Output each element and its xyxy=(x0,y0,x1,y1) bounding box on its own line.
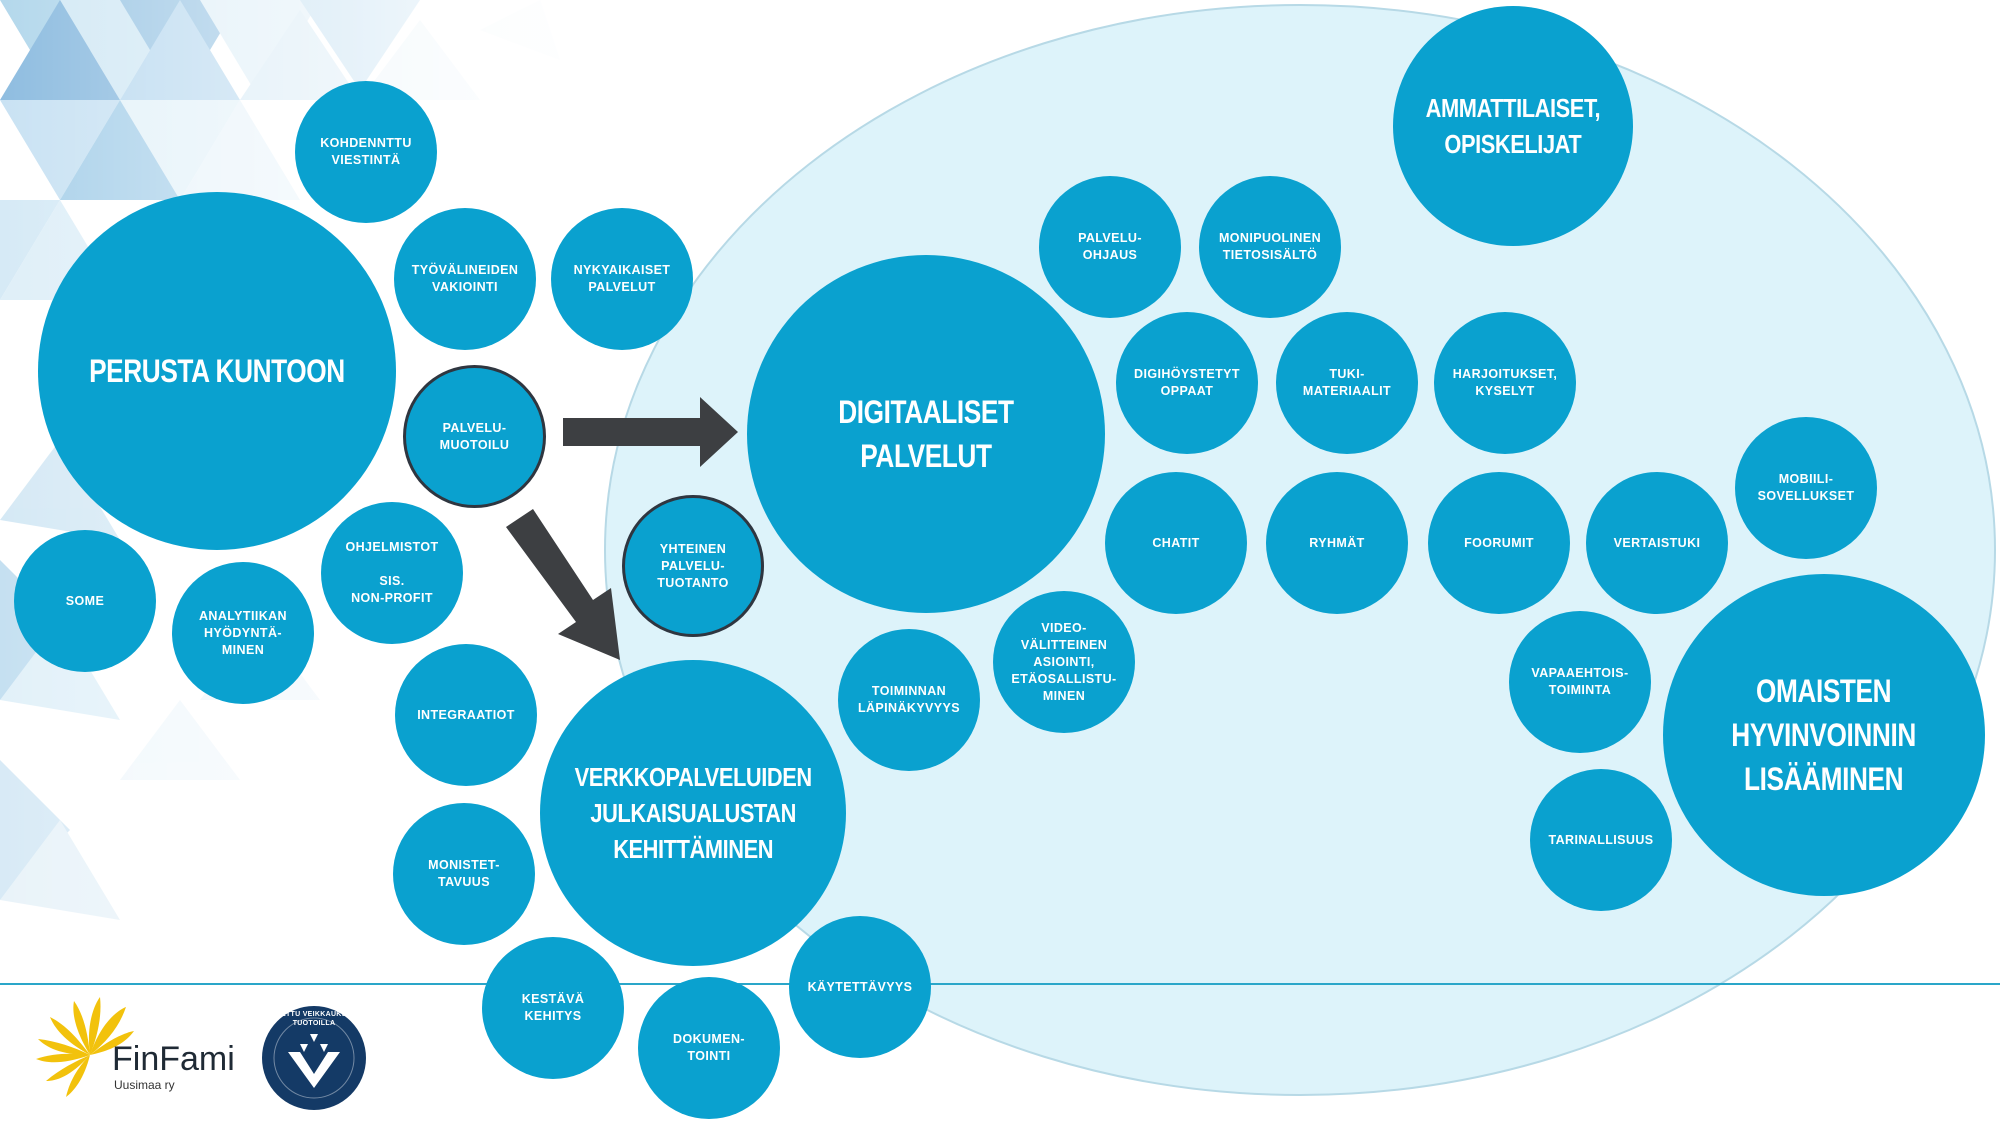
perusta-kuntoon-bubble: PERUSTA KUNTOON xyxy=(38,192,396,550)
tarinallisuus-bubble: TARINALLISUUS xyxy=(1530,769,1672,911)
chatit-label: CHATIT xyxy=(1152,535,1200,550)
kaytettavyys-label: KÄYTETTÄVYYS xyxy=(807,979,913,994)
toiminnan-lapinakyvyys-label: TOIMINNAN LÄPINÄKYVYYS xyxy=(857,684,961,715)
digihoystetyt-oppaat-bubble: DIGIHÖYSTETYT OPPAAT xyxy=(1116,312,1258,454)
palveluohjaus-bubble: PALVELU- OHJAUS xyxy=(1039,176,1181,318)
verkkopalveluiden-bubble: VERKKOPALVELUIDEN JULKAISUALUSTAN KEHITT… xyxy=(540,660,846,966)
foorumit-label: FOORUMIT xyxy=(1464,535,1534,550)
finfami-logo-text: FinFami xyxy=(112,1040,235,1078)
tyovalineiden-vakiointi-label: TYÖVÄLINEIDEN VAKIOINTI xyxy=(411,263,519,294)
ammattilaiset-label: AMMATTILAISET, OPISKELIJAT xyxy=(1425,93,1601,159)
video-asiointi-bubble: VIDEO- VÄLITTEINEN ASIOINTI, ETÄOSALLIST… xyxy=(993,591,1135,733)
vapaaehtoistoiminta-bubble: VAPAAEHTOIS- TOIMINTA xyxy=(1509,611,1651,753)
yhteinen-palvelutuotanto-label: YHTEINEN PALVELU- TUOTANTO xyxy=(657,541,729,590)
monipuolinen-tietosisalto-label: MONIPUOLINEN TIETOSISÄLTÖ xyxy=(1218,231,1322,262)
chatit-bubble: CHATIT xyxy=(1105,472,1247,614)
foorumit-bubble: FOORUMIT xyxy=(1428,472,1570,614)
finfami-logo-subtitle: Uusimaa ry xyxy=(114,1078,175,1092)
some-label: SOME xyxy=(65,593,105,608)
finfami-flower-icon xyxy=(36,997,134,1097)
tarinallisuus-label: TARINALLISUUS xyxy=(1548,832,1654,847)
ryhmat-label: RYHMÄT xyxy=(1309,535,1365,550)
ammattilaiset-bubble: AMMATTILAISET, OPISKELIJAT xyxy=(1393,6,1633,246)
harjoitukset-kyselyt-bubble: HARJOITUKSET, KYSELYT xyxy=(1434,312,1576,454)
toiminnan-lapinakyvyys-bubble: TOIMINNAN LÄPINÄKYVYYS xyxy=(838,629,980,771)
analytiikan-hyodyntaminen-bubble: ANALYTIIKAN HYÖDYNTÄ- MINEN xyxy=(172,562,314,704)
monistettavuus-label: MONISTET- TAVUUS xyxy=(428,858,500,889)
palvelumuotoilu-label: PALVELU- MUOTOILU xyxy=(439,420,510,452)
vapaaehtoistoiminta-label: VAPAAEHTOIS- TOIMINTA xyxy=(1531,666,1629,697)
integraatiot-label: INTEGRAATIOT xyxy=(417,707,515,722)
tukimateriaalit-bubble: TUKI- MATERIAALIT xyxy=(1276,312,1418,454)
ohjelmistot-label: OHJELMISTOT SIS. NON-PROFIT xyxy=(345,540,439,605)
veikkaus-badge-text: TUETTU VEIKKAUKSEN TUOTOILLA xyxy=(271,1011,357,1027)
monistettavuus-bubble: MONISTET- TAVUUS xyxy=(393,803,535,945)
video-asiointi-label: VIDEO- VÄLITTEINEN ASIOINTI, ETÄOSALLIST… xyxy=(1011,620,1117,703)
yhteinen-palvelutuotanto-bubble: YHTEINEN PALVELU- TUOTANTO xyxy=(622,495,764,637)
mobiilisovellukset-label: MOBIILI- SOVELLUKSET xyxy=(1757,472,1855,503)
dokumentointi-label: DOKUMEN- TOINTI xyxy=(673,1032,745,1063)
ohjelmistot-bubble: OHJELMISTOT SIS. NON-PROFIT xyxy=(321,502,463,644)
some-bubble: SOME xyxy=(14,530,156,672)
digitaaliset-palvelut-label: DIGITAALISET PALVELUT xyxy=(838,394,1014,474)
omaisten-hyvinvointi-bubble: OMAISTEN HYVINVOINNIN LISÄÄMINEN xyxy=(1663,574,1985,896)
dokumentointi-bubble: DOKUMEN- TOINTI xyxy=(638,977,780,1119)
kohdennettu-viestinta-label: KOHDENNTTU VIESTINTÄ xyxy=(320,136,412,167)
tukimateriaalit-label: TUKI- MATERIAALIT xyxy=(1302,367,1392,398)
tyovalineiden-vakiointi-bubble: TYÖVÄLINEIDEN VAKIOINTI xyxy=(394,208,536,350)
kestava-kehitys-label: KESTÄVÄ KEHITYS xyxy=(521,992,585,1023)
digitaaliset-palvelut-bubble: DIGITAALISET PALVELUT xyxy=(747,255,1105,613)
analytiikan-hyodyntaminen-label: ANALYTIIKAN HYÖDYNTÄ- MINEN xyxy=(199,608,287,657)
digihoystetyt-oppaat-label: DIGIHÖYSTETYT OPPAAT xyxy=(1134,367,1240,398)
nykyaikaiset-palvelut-label: NYKYAIKAISET PALVELUT xyxy=(573,263,671,294)
verkkopalveluiden-label: VERKKOPALVELUIDEN JULKAISUALUSTAN KEHITT… xyxy=(574,762,812,864)
monipuolinen-tietosisalto-bubble: MONIPUOLINEN TIETOSISÄLTÖ xyxy=(1199,176,1341,318)
vertaistuki-bubble: VERTAISTUKI xyxy=(1586,472,1728,614)
perusta-kuntoon-label: PERUSTA KUNTOON xyxy=(89,353,345,389)
palveluohjaus-label: PALVELU- OHJAUS xyxy=(1078,231,1142,262)
arrow-down-right xyxy=(506,509,620,660)
kestava-kehitys-bubble: KESTÄVÄ KEHITYS xyxy=(482,937,624,1079)
harjoitukset-kyselyt-label: HARJOITUKSET, KYSELYT xyxy=(1452,367,1558,398)
kohdennettu-viestinta-bubble: KOHDENNTTU VIESTINTÄ xyxy=(295,81,437,223)
integraatiot-bubble: INTEGRAATIOT xyxy=(395,644,537,786)
arrow-right xyxy=(563,397,738,467)
vertaistuki-label: VERTAISTUKI xyxy=(1613,535,1701,550)
ryhmat-bubble: RYHMÄT xyxy=(1266,472,1408,614)
nykyaikaiset-palvelut-bubble: NYKYAIKAISET PALVELUT xyxy=(551,208,693,350)
mobiilisovellukset-bubble: MOBIILI- SOVELLUKSET xyxy=(1735,417,1877,559)
kaytettavyys-bubble: KÄYTETTÄVYYS xyxy=(789,916,931,1058)
veikkaus-badge-icon xyxy=(262,1006,366,1110)
palvelumuotoilu-bubble: PALVELU- MUOTOILU xyxy=(403,365,546,508)
omaisten-hyvinvointi-label: OMAISTEN HYVINVOINNIN LISÄÄMINEN xyxy=(1731,673,1917,797)
